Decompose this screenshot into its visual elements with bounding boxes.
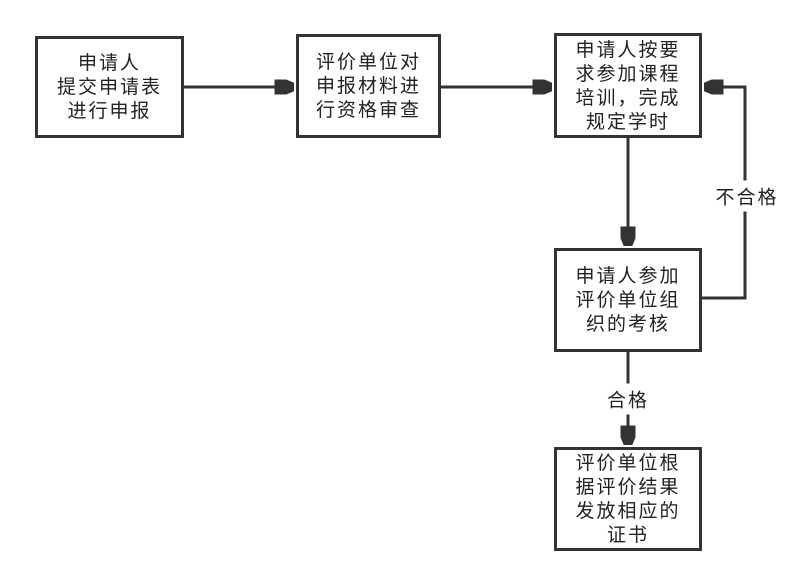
- flow-node-review: 评价单位对 申报材料进 行资格审查: [296, 34, 441, 138]
- edge-label-pass: 合格: [603, 383, 653, 415]
- flow-node-apply: 申请人 提交申请表 进行申报: [35, 36, 184, 138]
- flow-node-assessment: 申请人参加 评价单位组 织的考核: [554, 248, 702, 352]
- flow-node-training: 申请人按要 求参加课程 培训，完成 规定学时: [554, 33, 702, 138]
- flow-node-certificate: 评价单位根 据评价结果 发放相应的 证书: [554, 447, 702, 551]
- edge-label-fail: 不合格: [712, 180, 782, 212]
